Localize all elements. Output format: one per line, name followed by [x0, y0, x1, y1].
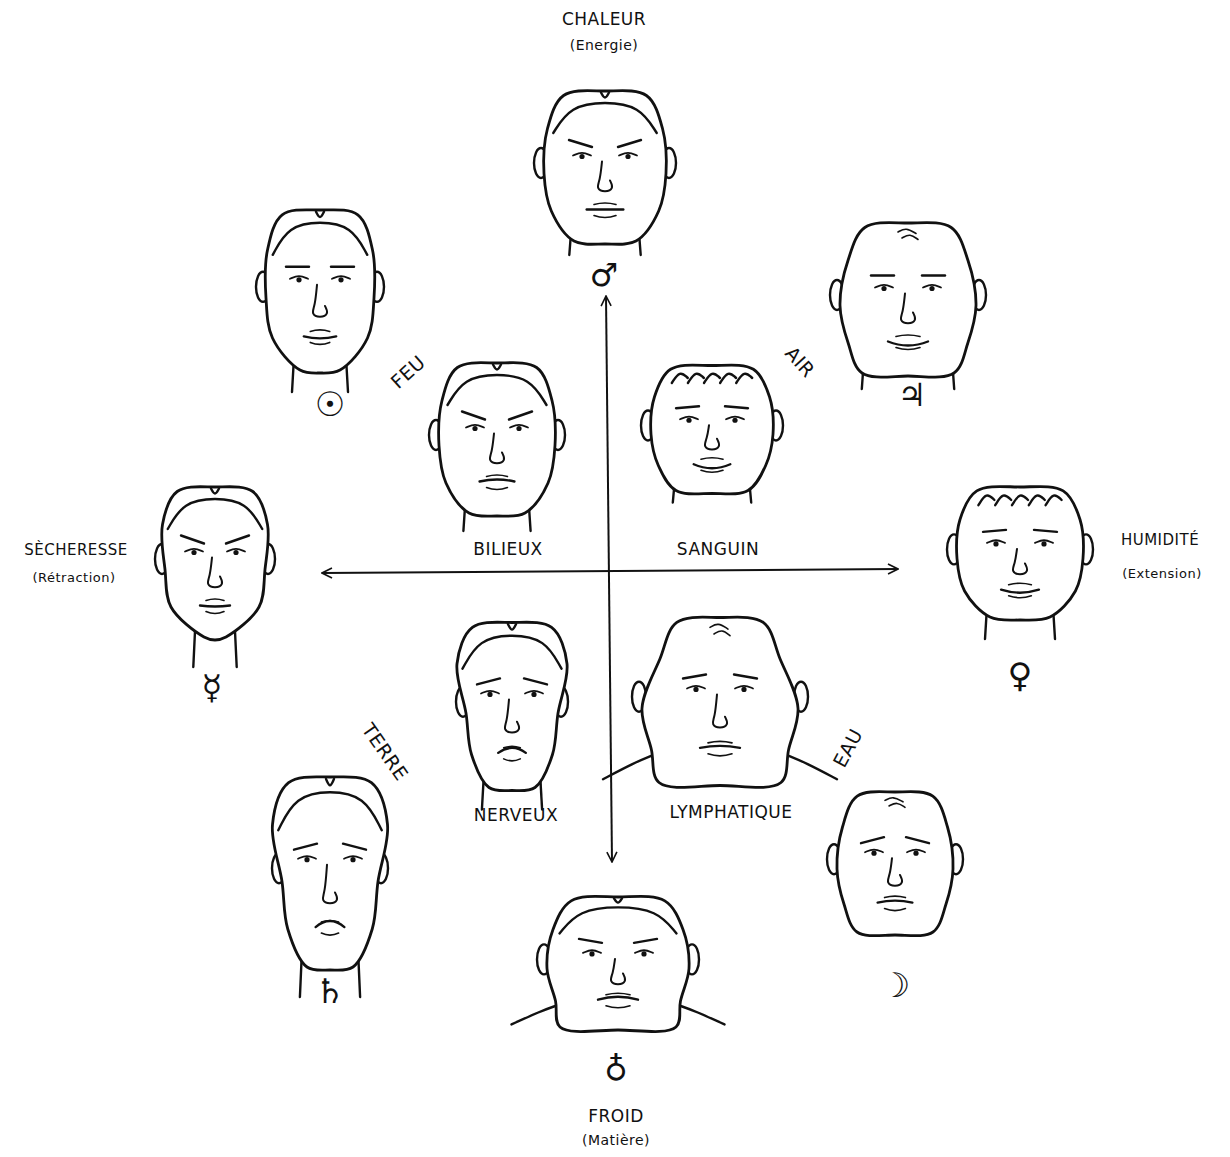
horizontal-axis-arrow: [322, 569, 898, 573]
temperament-face: [456, 622, 568, 809]
planet-symbol: ♁: [604, 1052, 627, 1087]
planet-symbol: ☽: [880, 967, 910, 1004]
axis-label: SÈCHERESSE: [24, 542, 128, 559]
planet-symbol: ♂: [590, 258, 619, 293]
temperament-label: BILIEUX: [473, 540, 543, 559]
element-label: AIR: [781, 343, 819, 382]
axis-label: FROID: [588, 1107, 644, 1126]
axis-sublabel: (Matière): [582, 1133, 650, 1148]
element-label: TERRE: [358, 720, 412, 785]
temperament-face: [830, 223, 986, 389]
axis-sublabel: (Rétraction): [32, 571, 115, 585]
axis-sublabel: (Energie): [570, 38, 639, 53]
planet-symbol: ♄: [315, 973, 345, 1010]
element-label: EAU: [829, 725, 866, 770]
temperament-face: [947, 487, 1093, 639]
planet-symbol: ☿: [202, 669, 223, 706]
temperament-label: LYMPHATIQUE: [669, 803, 792, 822]
planet-symbol: ♃: [898, 378, 927, 413]
axis-sublabel: (Extension): [1122, 567, 1201, 581]
planet-symbol: ☉: [315, 386, 345, 423]
temperament-face: [512, 896, 725, 1031]
temperament-face: [155, 487, 275, 667]
axis-label: HUMIDITÉ: [1121, 532, 1199, 549]
temperament-label: NERVEUX: [474, 806, 558, 825]
axis-label: CHALEUR: [562, 10, 646, 29]
temperament-face: [641, 365, 783, 502]
faces-group: [155, 91, 1093, 1032]
temperament-face: [827, 792, 963, 936]
planet-symbol: ♀: [1008, 657, 1033, 694]
temperament-label: SANGUIN: [677, 540, 759, 559]
temperament-face: [603, 617, 837, 787]
temperament-face: [256, 210, 384, 392]
temperament-face: [272, 777, 388, 997]
temperament-face: [429, 363, 565, 531]
element-label: FEU: [387, 351, 429, 392]
temperament-face: [534, 91, 676, 255]
